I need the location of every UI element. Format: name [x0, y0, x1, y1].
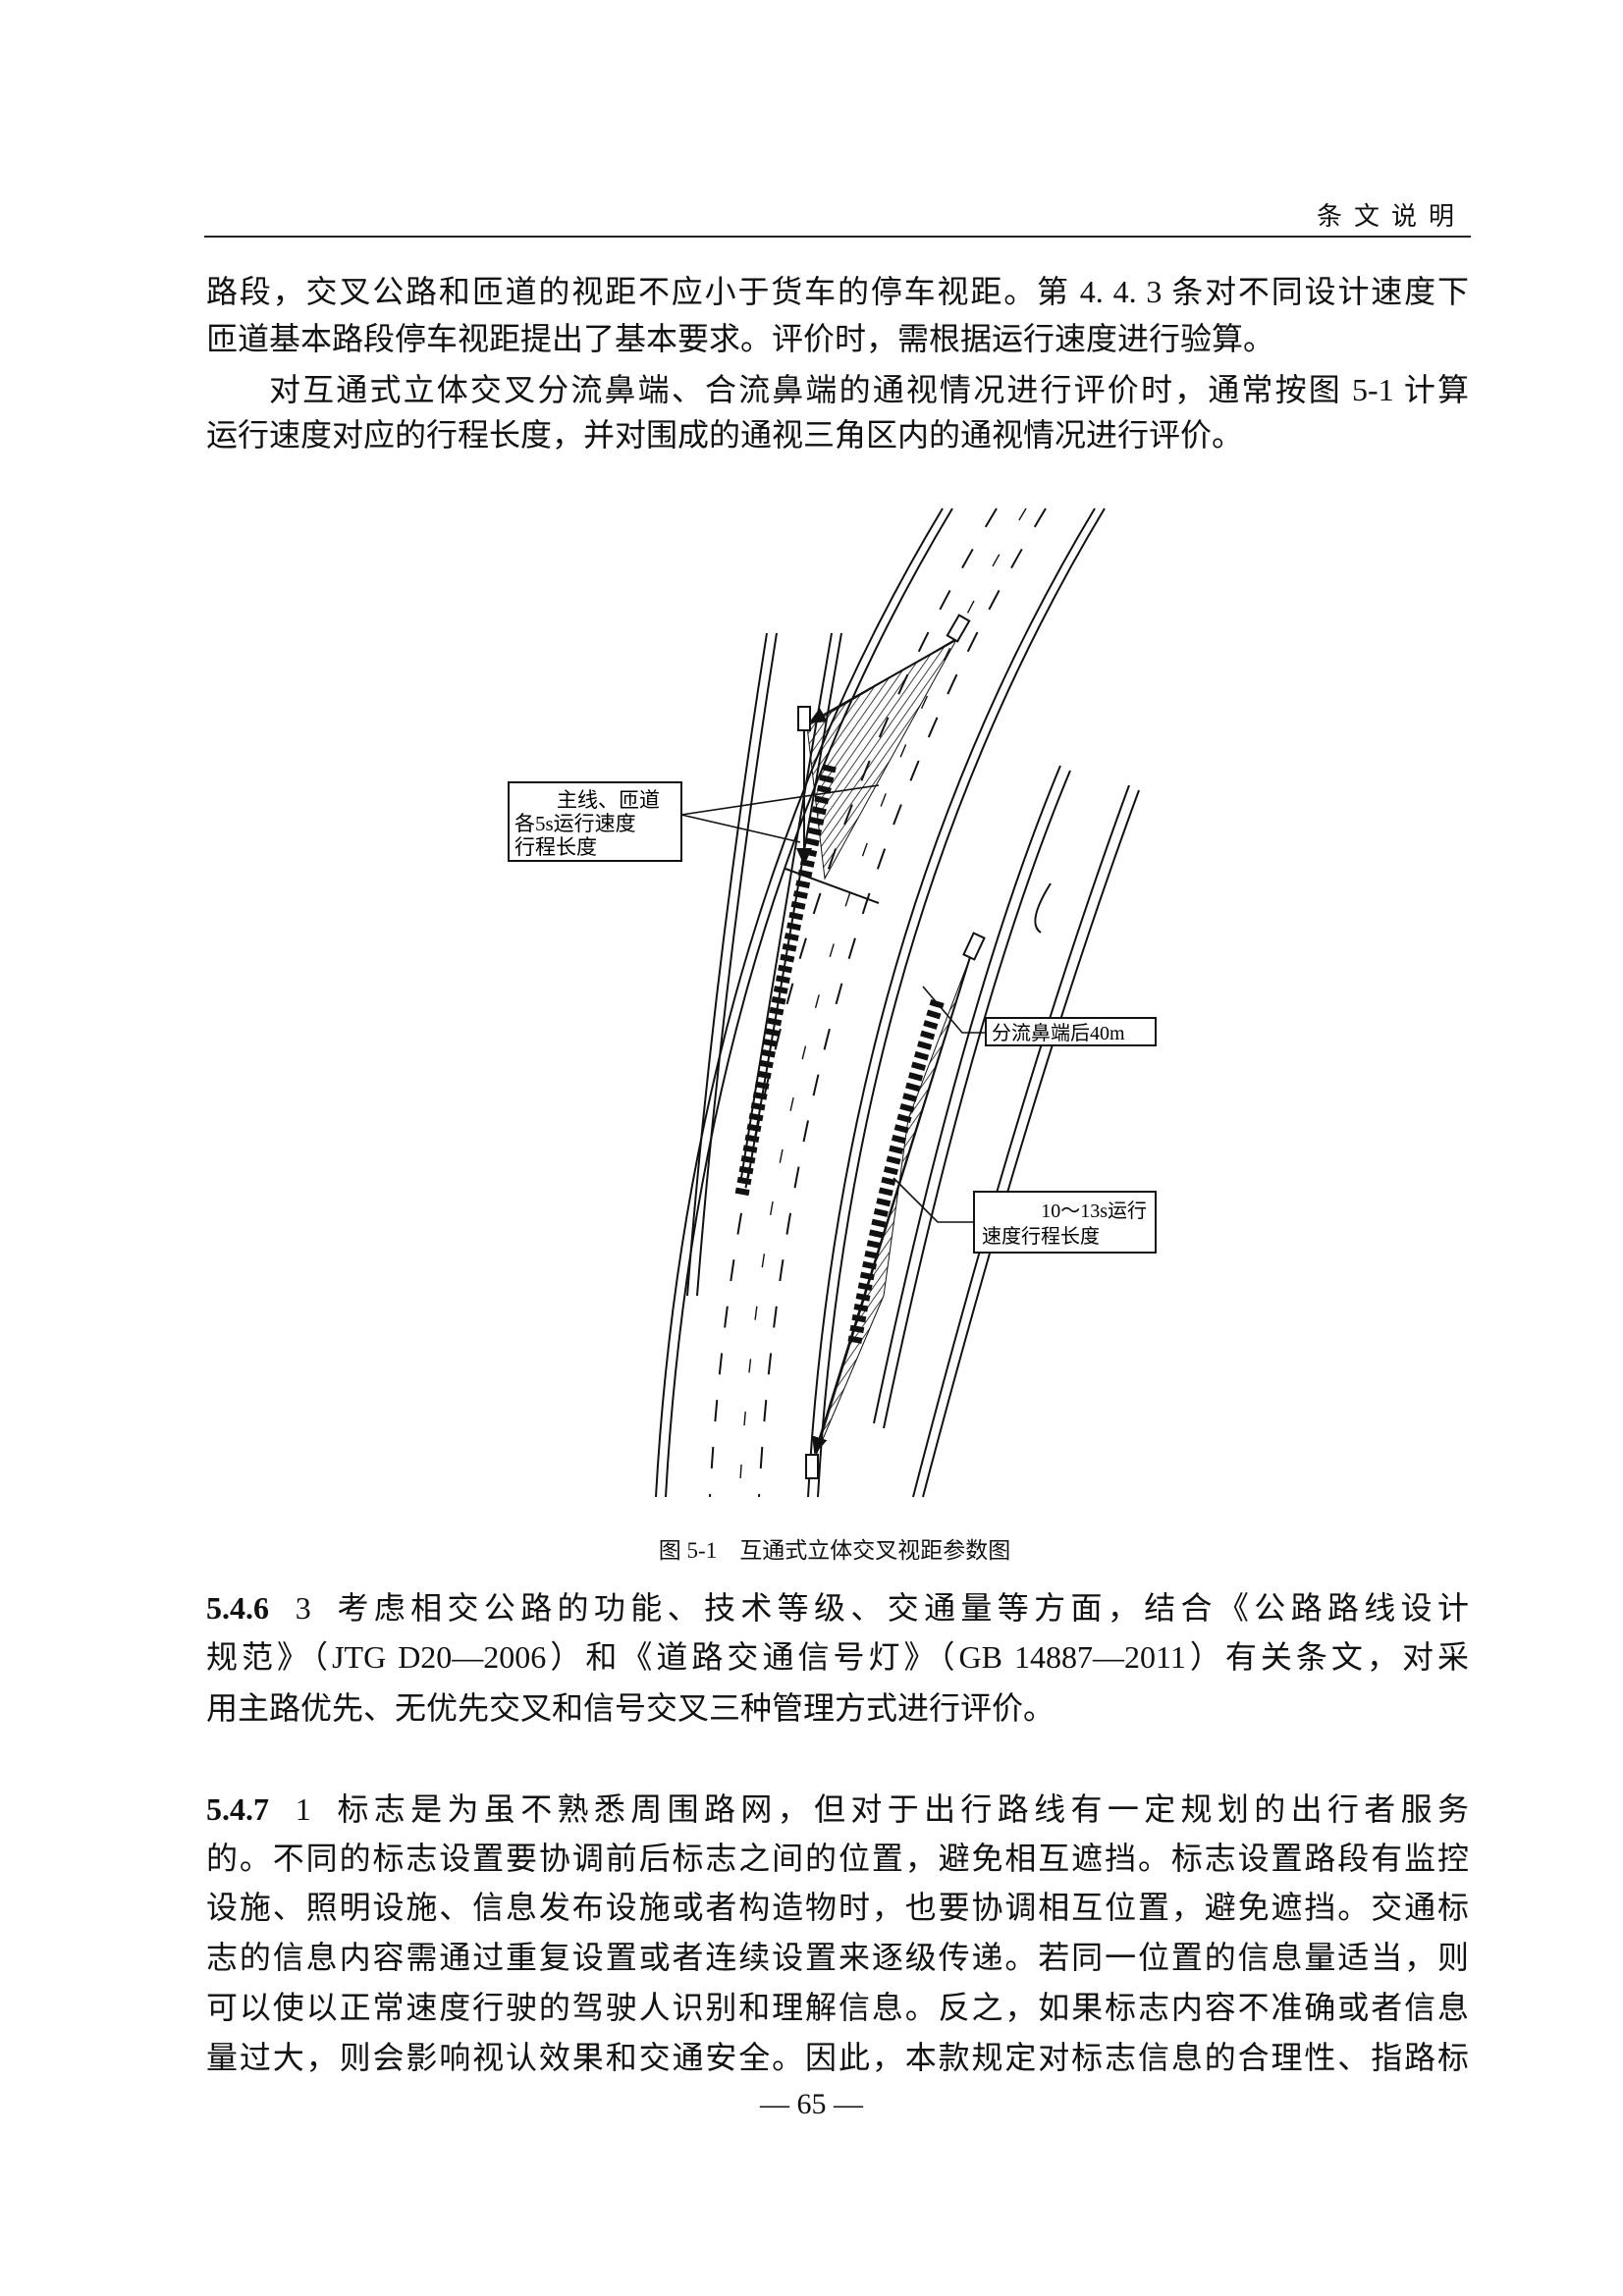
svg-text:分流鼻端后40m: 分流鼻端后40m: [992, 1022, 1125, 1044]
body-line: 运行速度对应的行程长度，并对围成的通视三角区内的通视情况进行评价。: [206, 417, 1244, 453]
body-line: 的。不同的标志设置要协调前后标志之间的位置，避免相互遮挡。标志设置路段有监控: [206, 1841, 1469, 1876]
body-line: 设施、照明设施、信息发布设施或者构造物时，也要协调相互位置，避免遮挡。交通标: [206, 1890, 1469, 1925]
sight-triangle-merge: [806, 636, 959, 881]
clause-number: 5.4.6: [206, 1590, 269, 1626]
callout-travel-length: 10～13s运行 速度行程长度: [973, 1191, 1157, 1254]
figure-caption: 图 5-1 互通式立体交叉视距参数图: [658, 1538, 1011, 1563]
svg-text:10～13s运行: 10～13s运行: [1041, 1200, 1147, 1222]
callout-leaders: [680, 784, 986, 1223]
merge-gore-chevrons: [734, 764, 837, 1200]
interchange-sight-distance-figure: 主线、匝道 各5s运行速度 行程长度 分流鼻端后40m 10～13s运行 速度行…: [508, 507, 1157, 1498]
callout-nose: 分流鼻端后40m: [985, 1017, 1157, 1046]
diverge-gore-chevrons: [847, 998, 945, 1347]
running-header: 条文说明: [1316, 202, 1466, 231]
header-rule: [204, 236, 1471, 238]
body-line: 用主路优先、无优先交叉和信号交叉三种管理方式进行评价。: [206, 1690, 1055, 1726]
clause-5-4-6-line: 5.4.6 3 考虑相交公路的功能、技术等级、交通量等方面，结合《公路路线设计: [206, 1590, 1469, 1626]
svg-text:行程长度: 行程长度: [514, 835, 597, 859]
body-line: 匝道基本路段停车视距提出了基本要求。评价时，需根据运行速度进行验算。: [206, 321, 1275, 356]
body-line: 志的信息内容需通过重复设置或者连续设置来逐级传递。若同一位置的信息量适当，则: [206, 1940, 1469, 1975]
car-icon: [797, 706, 811, 731]
body-line: 规范》（JTG D20—2006）和《道路交通信号灯》（GB 14887—201…: [206, 1639, 1469, 1675]
car-icon: [946, 614, 971, 643]
callout-main-ramp: 主线、匝道 各5s运行速度 行程长度: [508, 781, 682, 862]
page-number: — 65 —: [760, 2088, 863, 2120]
body-line: 可以使以正常速度行驶的驾驶人识别和理解信息。反之，如果标志内容不准确或者信息: [206, 1990, 1469, 2025]
item-number: 3: [295, 1590, 311, 1626]
body-line: 对互通式立体交叉分流鼻端、合流鼻端的通视情况进行评价时，通常按图 5-1 计算: [269, 372, 1469, 407]
diverge-ramp: [873, 765, 1140, 1498]
svg-text:速度行程长度: 速度行程长度: [982, 1225, 1100, 1248]
clause-number: 5.4.7: [206, 1791, 269, 1827]
car-icon: [805, 1454, 819, 1479]
svg-text:各5s运行速度: 各5s运行速度: [514, 812, 636, 835]
body-line: 路段，交叉公路和匝道的视距不应小于货车的停车视距。第 4. 4. 3 条对不同设…: [206, 274, 1469, 309]
item-number: 1: [295, 1791, 311, 1827]
car-icon: [962, 932, 986, 961]
mainline-road: [655, 507, 1106, 1498]
body-line: 量过大，则会影响视认效果和交通安全。因此，本款规定对标志信息的合理性、指路标: [206, 2040, 1469, 2075]
clause-5-4-7-line: 5.4.7 1 标志是为虽不熟悉周围路网，但对于出行路线有一定规划的出行者服务: [206, 1791, 1469, 1827]
svg-text:主线、匝道: 主线、匝道: [557, 788, 660, 812]
